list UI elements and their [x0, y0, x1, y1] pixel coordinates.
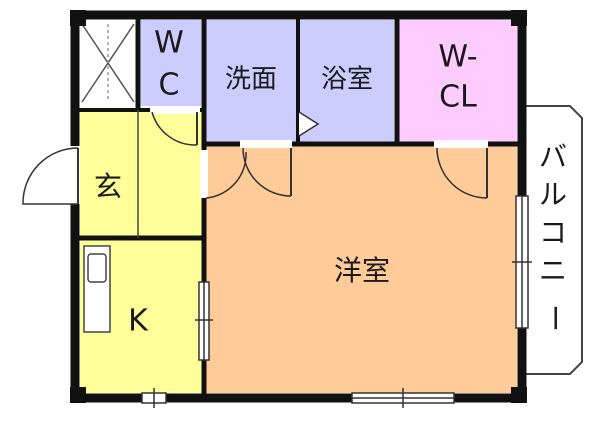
entrance-door	[22, 146, 80, 205]
kitchen-label: K	[128, 304, 149, 339]
western-room-window	[351, 388, 455, 408]
wall-columns	[70, 10, 527, 403]
wc-label-c: C	[159, 68, 180, 103]
western-room-label: 洋室	[334, 254, 390, 287]
bath-label: 浴室	[321, 65, 373, 95]
washroom-label: 洗面	[225, 65, 277, 95]
storage-cross	[81, 23, 135, 103]
bath-door	[298, 111, 320, 137]
wc-door	[150, 106, 200, 146]
western-room	[206, 146, 517, 393]
balcony-label-char: コ	[539, 216, 567, 249]
balcony-window	[512, 195, 532, 329]
entrance-label: 玄	[94, 170, 122, 203]
washroom	[206, 20, 296, 142]
balcony	[524, 105, 583, 375]
wc-label-w: W	[154, 26, 184, 61]
walk-in-closet	[399, 20, 517, 142]
balcony-label-char: ニ	[539, 254, 567, 287]
balcony-label-char: バ	[539, 140, 567, 173]
balcony-label-char: ル	[539, 178, 567, 211]
walk-in-closet-label-bottom: CL	[439, 80, 477, 115]
balcony-label-char: ー	[538, 304, 571, 332]
kitchen-window	[141, 388, 167, 408]
balcony-label: バ ル コ ニ ー	[538, 140, 571, 332]
closet-door	[434, 140, 488, 199]
walk-in-closet-label-top: W-	[438, 40, 477, 75]
washroom-door	[200, 140, 292, 199]
entrance-area	[80, 112, 202, 236]
kitchen-sliding-door	[195, 281, 213, 361]
wc-room	[141, 20, 201, 106]
kitchen-counter	[83, 245, 111, 333]
